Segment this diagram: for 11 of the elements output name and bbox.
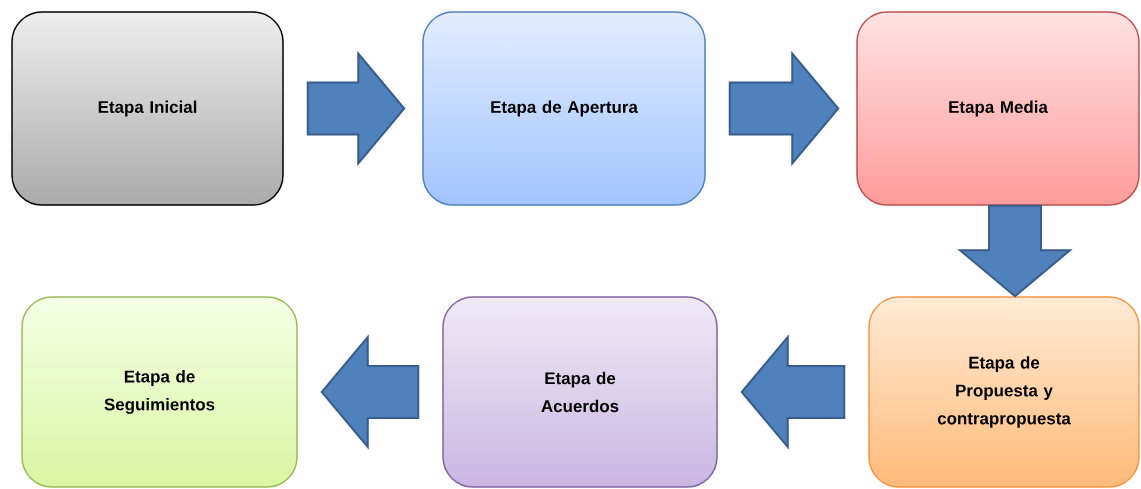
stage-box: Etapa de Seguimientos [21, 296, 298, 488]
block-arrow [740, 334, 846, 450]
block-arrow [957, 204, 1073, 298]
stage-box: Etapa de Propuesta y contrapropuesta [868, 296, 1140, 488]
stage-box: Etapa Media [856, 11, 1140, 206]
block-arrow [728, 50, 840, 167]
stage-box: Etapa de Acuerdos [442, 296, 718, 488]
stage-box: Etapa Inicial [11, 11, 284, 206]
block-arrow [320, 334, 420, 450]
block-arrow [306, 50, 406, 167]
stage-box: Etapa de Apertura [422, 11, 706, 206]
